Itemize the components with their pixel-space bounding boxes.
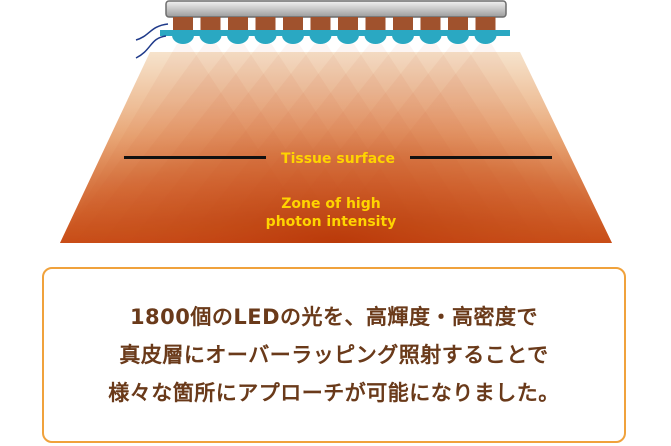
led-lens [172,35,194,44]
led-chip [393,17,413,30]
led-mount-rail [165,0,507,18]
led-chip [255,17,276,30]
zone-label-line2: photon intensity [266,214,397,230]
caption-box: 1800個のLEDの光を、高輝度・高密度で 真皮層にオーバーラッピング照射するこ… [42,267,626,443]
led-chip [448,17,468,30]
caption-line-1: 1800個のLEDの光を、高輝度・高密度で [129,305,539,329]
led-array [160,0,510,44]
led-lens [227,35,249,44]
zone-label-line1: Zone of high [281,196,380,212]
led-lens [474,35,497,44]
high-intensity-core [60,52,612,243]
tissue-surface-label: Tissue surface [281,151,395,167]
wire-lower [135,35,167,59]
led-lens [282,35,304,44]
led-chip [200,17,221,30]
caption-line-3: 様々な箇所にアプローチが可能になりました。 [108,381,560,405]
led-lens [254,35,277,44]
led-chip [283,17,303,30]
led-lens [337,35,359,44]
caption-line-2: 真皮層にオーバーラッピング照射することで [119,343,549,367]
led-chip [310,17,331,30]
led-lens [419,35,442,44]
led-lens [199,35,222,44]
led-chip [420,17,441,30]
led-chip [365,17,386,30]
led-lens [364,35,387,44]
led-chip [475,17,496,30]
led-lens [447,35,469,44]
lens-base-strip [160,30,510,36]
wire-upper [135,23,169,41]
led-chip [338,17,358,30]
led-chip [173,17,193,30]
led-lens [392,35,414,44]
led-chip [228,17,248,30]
led-lens [309,35,332,44]
led-photon-diagram: Tissue surface Zone of high photon inten… [60,0,612,243]
